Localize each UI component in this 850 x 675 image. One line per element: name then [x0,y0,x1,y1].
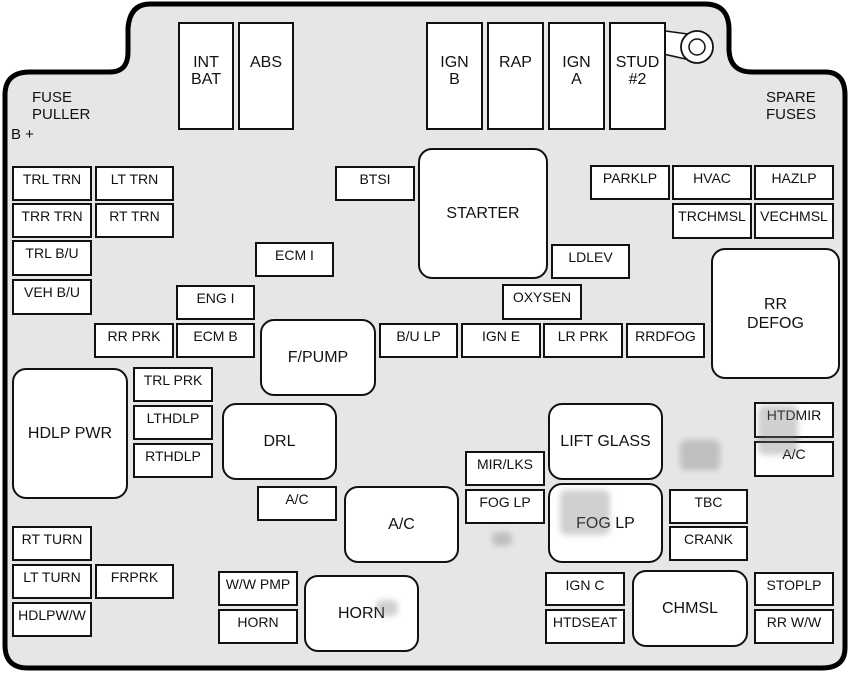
fuse-stud-2[interactable]: STUD #2 [609,22,666,130]
fuse-htdmir[interactable]: HTDMIR [754,402,834,438]
fuse-w-w-pmp[interactable]: W/W PMP [218,571,298,606]
relay-lift-glass[interactable]: LIFT GLASS [548,403,663,480]
fuse-veh-bu[interactable]: VEH B/U [12,279,92,315]
fuse-parklp[interactable]: PARKLP [590,165,670,200]
fuse-rr-prk[interactable]: RR PRK [94,323,174,358]
fuse-rt-trn[interactable]: RT TRN [95,203,174,238]
fuse-frprk[interactable]: FRPRK [95,564,174,599]
fuse-rt-turn[interactable]: RT TURN [12,526,92,561]
b-plus-label: B + [11,126,34,143]
fuse-ign-b[interactable]: IGN B [426,22,483,130]
scan-artifact [758,405,798,455]
fuse-stoplp[interactable]: STOPLP [754,572,834,606]
scan-artifact [492,532,512,546]
fuse-ecm-b[interactable]: ECM B [176,323,255,358]
fuse-a-c-mini[interactable]: A/C [257,486,337,521]
fuse-lt-turn[interactable]: LT TURN [12,564,92,599]
fuse-trchmsl[interactable]: TRCHMSL [672,203,752,239]
relay-starter[interactable]: STARTER [418,148,548,279]
scan-artifact [680,440,720,470]
relay-horn[interactable]: HORN [304,575,419,652]
relay-f-pump[interactable]: F/PUMP [260,319,376,396]
scan-artifact [376,600,398,616]
fuse-a-c-right[interactable]: A/C [754,441,834,477]
fuse-crank[interactable]: CRANK [669,526,748,561]
fuse-trl-trn[interactable]: TRL TRN [12,166,92,201]
fuse-hdlpw-w[interactable]: HDLPW/W [12,602,92,637]
fuse-trl-bu[interactable]: TRL B/U [12,240,92,276]
fuse-mir-lks[interactable]: MIR/LKS [465,451,545,486]
fuse-puller-label: FUSE PULLER [32,89,91,123]
scan-artifact [560,490,610,535]
relay-hdlp-pwr[interactable]: HDLP PWR [12,368,128,499]
fuse-fog-lp-mini[interactable]: FOG LP [465,489,545,524]
fuse-btsi[interactable]: BTSI [335,166,415,201]
fuse-lt-trn[interactable]: LT TRN [95,166,174,201]
fuse-vechmsl[interactable]: VECHMSL [754,203,834,239]
fuse-abs[interactable]: ABS [238,22,294,130]
fuse-trr-trn[interactable]: TRR TRN [12,203,92,238]
spare-fuses-label: SPARE FUSES [766,89,817,123]
fuse-horn-mini[interactable]: HORN [218,609,298,644]
fuse-rap[interactable]: RAP [487,22,544,130]
relay-drl[interactable]: DRL [222,403,337,480]
fuse-rrdfog[interactable]: RRDFOG [626,323,705,358]
fuse-ecm-i[interactable]: ECM I [255,242,334,277]
fuse-ign-a[interactable]: IGN A [548,22,605,130]
fuse-oxysen[interactable]: OXYSEN [502,284,582,320]
fuse-ldlev[interactable]: LDLEV [551,244,630,279]
relay-rr-defog[interactable]: RR DEFOG [711,248,840,379]
fuse-eng-i[interactable]: ENG I [176,285,255,320]
fuse-ign-c[interactable]: IGN C [545,572,625,606]
fuse-int-bat[interactable]: INT BAT [178,22,234,130]
fuse-ign-e[interactable]: IGN E [461,323,541,358]
fuse-trl-prk[interactable]: TRL PRK [133,367,213,402]
fuse-htdseat[interactable]: HTDSEAT [545,609,625,644]
fuse-rr-w-w[interactable]: RR W/W [754,609,834,644]
fuse-bu-lp[interactable]: B/U LP [379,323,458,358]
relay-chmsl[interactable]: CHMSL [632,570,748,647]
fuse-tbc[interactable]: TBC [669,489,748,524]
fuse-rthdlp[interactable]: RTHDLP [133,443,213,478]
fuse-hvac[interactable]: HVAC [672,165,752,200]
fuse-lthdlp[interactable]: LTHDLP [133,405,213,440]
fuse-hazlp[interactable]: HAZLP [754,165,834,200]
fuse-lr-prk[interactable]: LR PRK [543,323,623,358]
relay-a-c[interactable]: A/C [344,486,459,563]
relay-fog-lp[interactable]: FOG LP [548,483,663,563]
